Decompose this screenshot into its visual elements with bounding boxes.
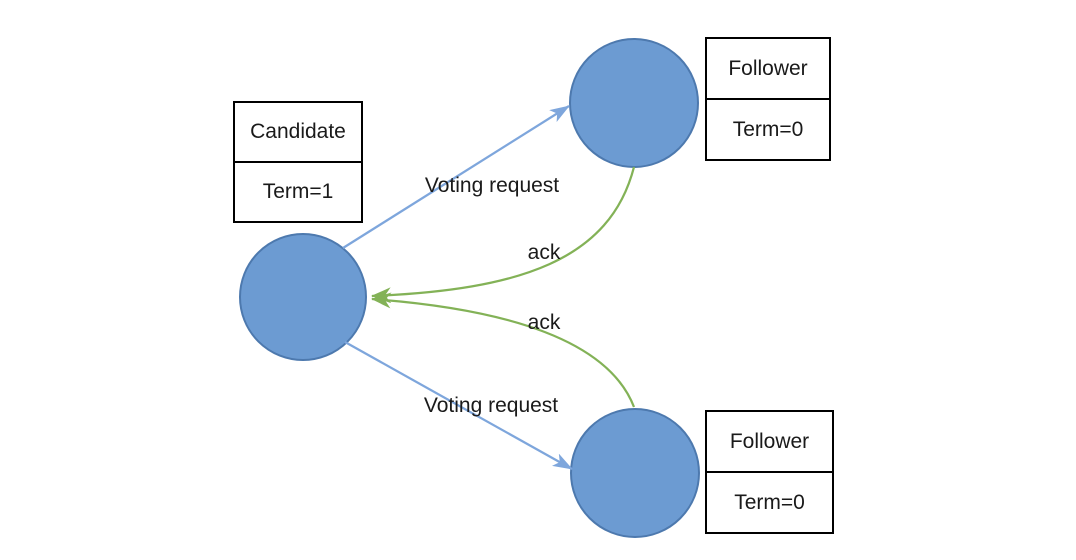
voting-request-arrow-top [342,105,570,249]
follower-bottom-node-circle [570,408,700,538]
follower-top-label-box: Follower Term=0 [705,37,831,161]
follower-bottom-role-label: Follower [707,412,832,473]
ack-label-top: ack [527,241,561,264]
follower-bottom-term-label: Term=0 [734,490,805,514]
follower-top-term-label: Term=0 [732,117,804,141]
ack-arrow-top [371,166,636,304]
candidate-term-label: Term=1 [262,180,334,203]
ack-label-bottom: ack [527,311,561,334]
candidate-label-box: Candidate Term=1 [233,101,363,223]
follower-top-role-label: Follower [707,39,829,100]
ack-arrow-bottom [371,292,636,408]
follower-top-node-circle [569,38,699,168]
voting-request-label-bottom: Voting request [423,394,559,417]
voting-request-label-top: Voting request [424,174,560,197]
follower-bottom-label-box: Follower Term=0 [705,410,834,534]
candidate-role-label: Candidate [235,103,361,163]
candidate-node-circle [239,233,367,361]
voting-request-arrow-bottom [344,341,573,470]
